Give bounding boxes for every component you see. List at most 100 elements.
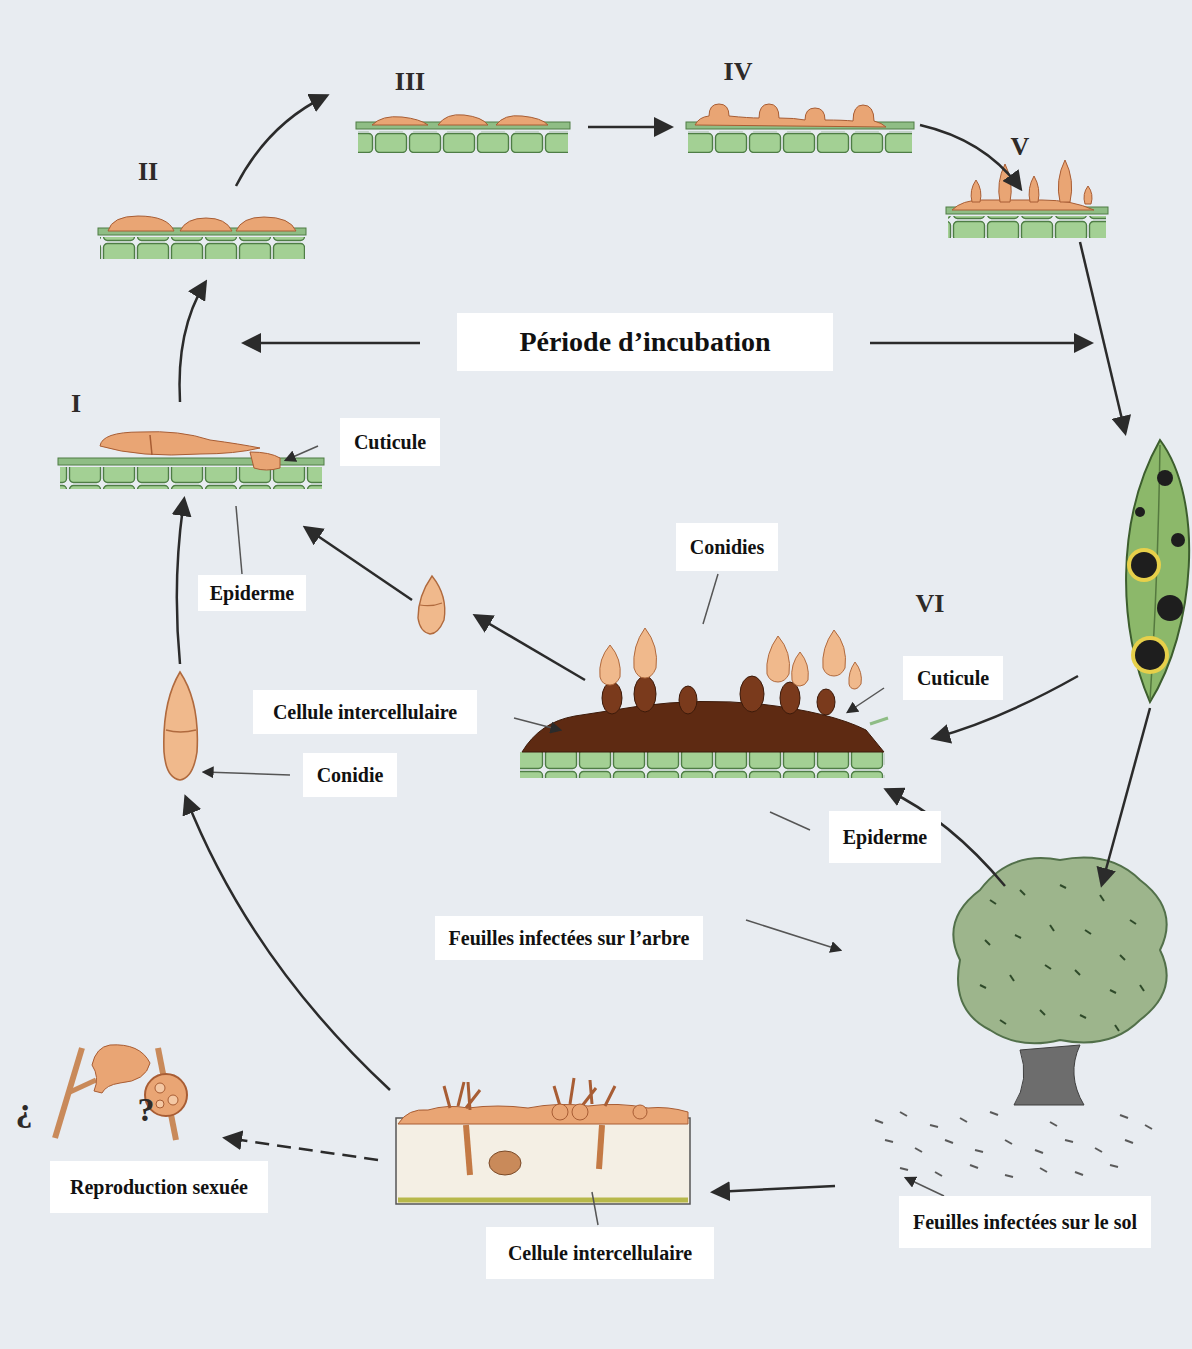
- stage-i-illustration-part: [60, 467, 322, 489]
- sexual-reproduction-drawing-part: [168, 1095, 178, 1105]
- stage-vi-illustration-part: [602, 682, 622, 714]
- stage-v-illustration-part: [1029, 176, 1039, 202]
- stage-vi-illustration-part: [817, 689, 835, 715]
- leader-lines-part: [236, 506, 242, 574]
- cycle-arrows-part: [306, 528, 412, 600]
- stage-vi-illustration-part: [740, 676, 764, 712]
- infected-leaf-part: [1126, 440, 1189, 702]
- stage-iii-illustration-part: [372, 117, 428, 125]
- fallen-leaf-section-part: [489, 1151, 521, 1175]
- box-text: Cuticule: [354, 430, 426, 454]
- stage-vi-illustration: [520, 628, 888, 778]
- fallen-leaves-part: [1095, 1148, 1102, 1152]
- fallen-leaf-section-part: [599, 1125, 602, 1169]
- cycle-arrows-part: [226, 1138, 378, 1160]
- olive-tree-part: [1014, 1045, 1084, 1105]
- part-label-box: Epiderme: [829, 811, 941, 863]
- olive-tree-part-part: [1045, 965, 1051, 969]
- stage-vi-illustration-part: [634, 628, 657, 678]
- olive-tree-part-part: [1040, 1010, 1045, 1015]
- leader-lines-part: [703, 574, 718, 624]
- box-text: Feuilles infectées sur le sol: [913, 1210, 1137, 1234]
- stage-vi-illustration-part: [849, 662, 862, 689]
- fallen-leaves-part: [1005, 1140, 1012, 1144]
- leader-lines-part: [592, 1192, 598, 1225]
- olive-tree-part-part: [1000, 1020, 1006, 1024]
- stage-i-illustration-part: [150, 435, 152, 455]
- cycle-arrows: [177, 96, 1150, 1192]
- leader-lines-part: [906, 1178, 944, 1196]
- leader-lines-part: [746, 920, 840, 950]
- fallen-leaves-part: [935, 1172, 942, 1176]
- olive-tree-part: [980, 885, 1144, 1031]
- fallen-leaf-section-part: [554, 1078, 615, 1106]
- box-text: Epiderme: [843, 825, 927, 849]
- cycle-arrows-part: [236, 96, 326, 186]
- part-label-box: Conidie: [303, 753, 398, 797]
- cycle-arrows-part: [180, 283, 205, 402]
- cycle-arrows-part: [1102, 708, 1150, 884]
- sexual-reproduction-drawing-part: [55, 1048, 82, 1138]
- sexual-reproduction-drawing: [55, 1045, 187, 1140]
- conidium-drawing: [164, 576, 445, 780]
- stage-iii-illustration: [356, 115, 570, 153]
- stage-label-box: Reproduction sexuée: [50, 1161, 268, 1213]
- box-text: Conidie: [317, 763, 384, 787]
- box-text: Cuticule: [917, 666, 989, 690]
- leader-lines-part: [770, 812, 810, 830]
- infected-leaf-part: [1157, 595, 1183, 621]
- stage-v-illustration-part: [1058, 160, 1071, 202]
- infected-leaf: [1126, 440, 1189, 702]
- stage-iii-illustration-part: [438, 115, 488, 125]
- stage-iv-illustration-part: [688, 131, 912, 153]
- infected-leaf-part: [1157, 470, 1173, 486]
- fallen-leaves-part: [900, 1168, 908, 1170]
- stage-ii-illustration-part: [180, 218, 232, 231]
- stage-iii-illustration-part: [358, 131, 568, 153]
- stage-i-illustration-part: [250, 452, 280, 470]
- stage-vi-illustration-part: [780, 682, 800, 714]
- fallen-leaves-part: [990, 1112, 998, 1115]
- stage-v-illustration: [946, 160, 1108, 238]
- leader-lines-part: [286, 446, 318, 460]
- stage-number: II: [138, 159, 158, 185]
- fallen-leaves-part: [930, 1125, 938, 1127]
- box-text: Reproduction sexuée: [70, 1175, 248, 1199]
- box-text: Cellule intercellulaire: [508, 1241, 692, 1265]
- stage-label-box: Feuilles infectées sur l’arbre: [435, 916, 704, 960]
- infected-leaf-part: [1131, 552, 1157, 578]
- part-label-box: Cellule intercellulaire: [253, 690, 477, 734]
- stage-iv-illustration-part: [695, 104, 886, 127]
- stage-vi-illustration-part: [870, 718, 888, 724]
- olive-tree: [953, 858, 1166, 1106]
- stage-ii-illustration: [98, 216, 306, 259]
- stage-number: VI: [916, 591, 945, 617]
- box-text: Période d’incubation: [519, 325, 770, 359]
- part-label-box: Cellule intercellulaire: [486, 1227, 714, 1279]
- leader-lines-part: [514, 718, 560, 730]
- conidium-drawing-part: [418, 576, 445, 634]
- stage-vi-illustration-part: [634, 676, 656, 712]
- incubation-box: Période d’incubation: [457, 313, 832, 371]
- part-label-box: Cuticule: [903, 656, 1003, 700]
- fallen-leaf-section-part: [398, 1104, 688, 1124]
- part-label-box: Cuticule: [340, 418, 440, 466]
- leader-lines: [204, 446, 944, 1225]
- question-mark: ?: [138, 1093, 155, 1127]
- leader-lines-part: [848, 688, 884, 712]
- infected-leaf-part: [1135, 507, 1145, 517]
- fallen-leaves-part: [915, 1148, 922, 1152]
- sexual-reproduction-drawing-part: [70, 1080, 96, 1092]
- sexual-reproduction-drawing-part: [155, 1083, 165, 1093]
- part-label-box: Epiderme: [198, 575, 306, 611]
- cycle-arrows-part: [476, 616, 585, 680]
- fallen-leaves-part: [1120, 1115, 1128, 1118]
- fallen-leaf-section-part: [396, 1118, 690, 1204]
- stage-number: IV: [724, 59, 753, 85]
- stage-i-illustration-part: [100, 432, 260, 455]
- fallen-leaves-part: [1125, 1140, 1133, 1143]
- stage-v-illustration-part: [948, 216, 1106, 238]
- cycle-arrows-part: [245, 342, 420, 345]
- fallen-leaf-section-part: [552, 1104, 568, 1120]
